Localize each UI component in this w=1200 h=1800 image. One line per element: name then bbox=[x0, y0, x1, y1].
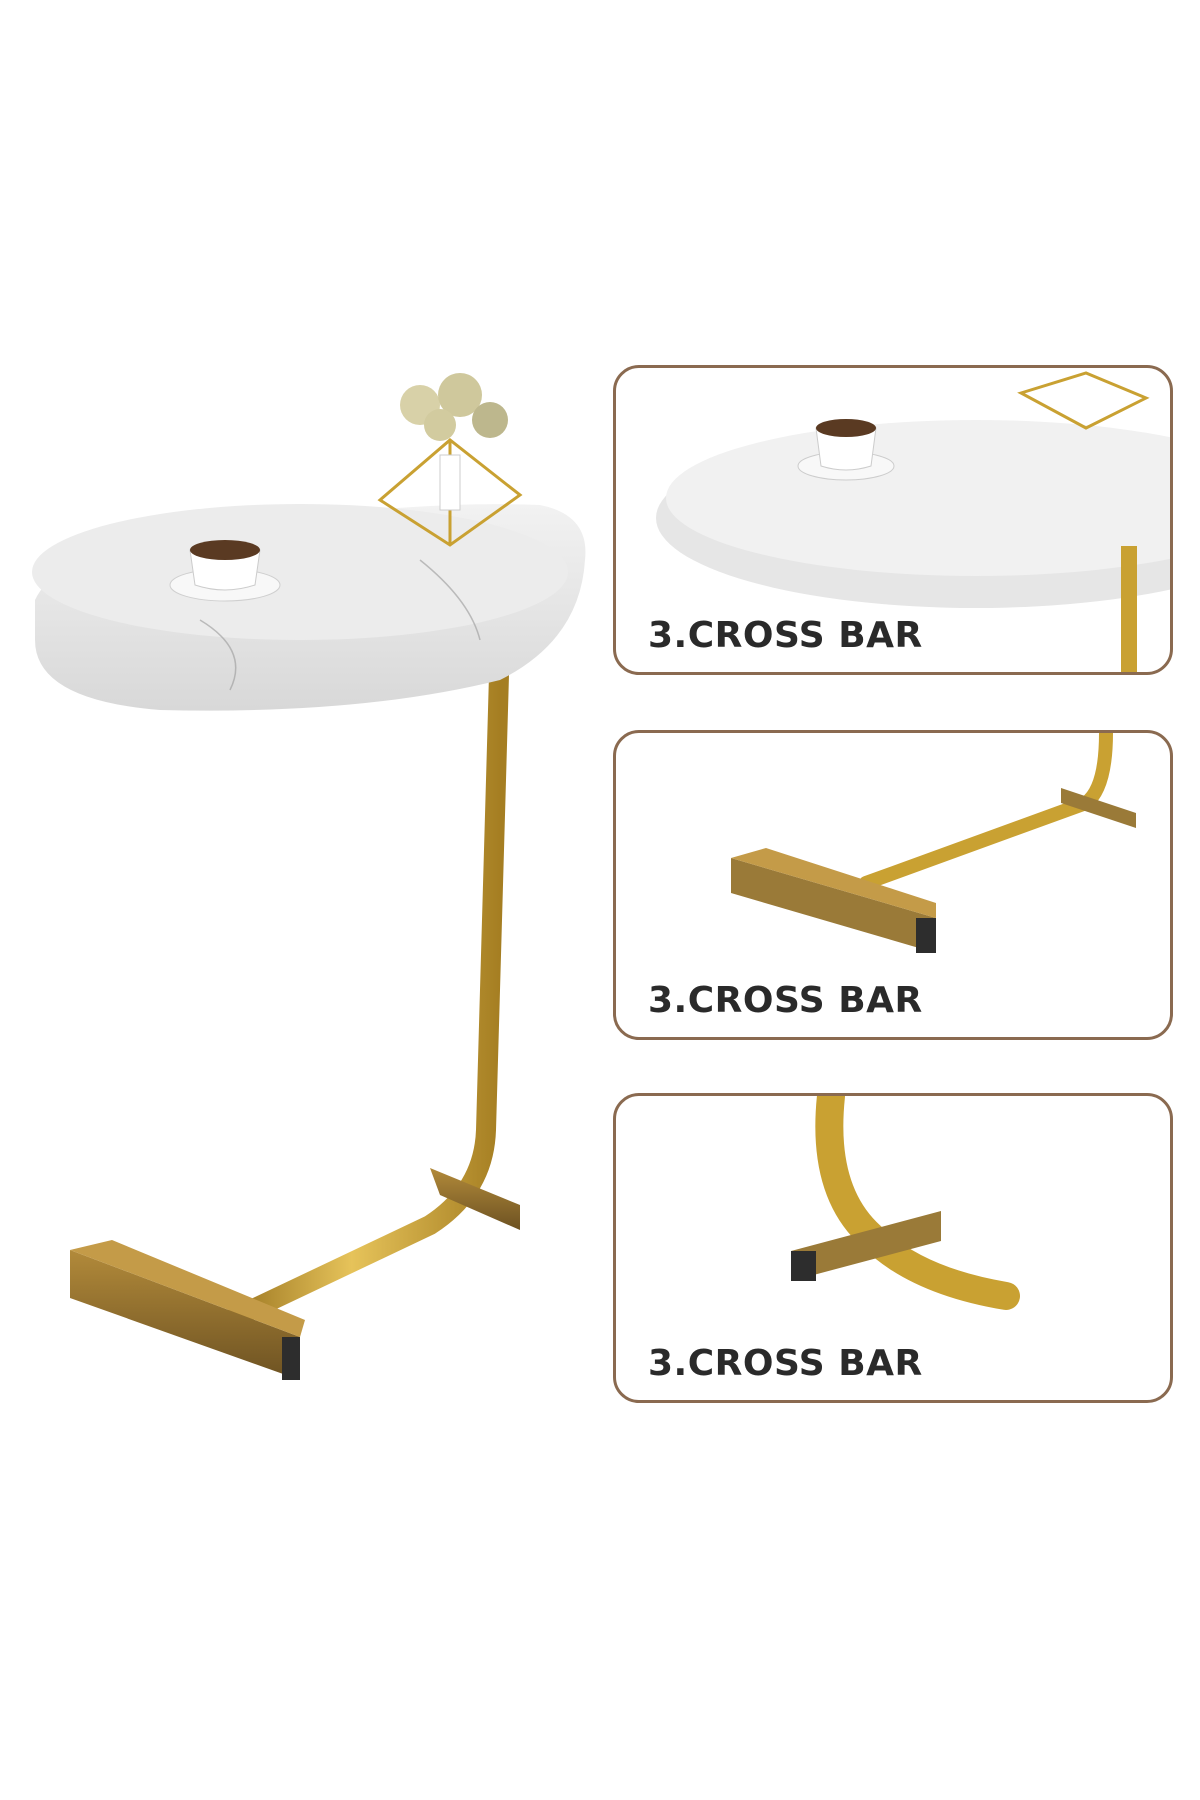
joint-closeup-photo bbox=[791, 1096, 1020, 1310]
coffee-cup bbox=[169, 540, 281, 602]
side-table-product-photo bbox=[32, 373, 586, 1380]
panel-3-label: 3.CROSS BAR bbox=[648, 1343, 923, 1384]
marble-tabletop bbox=[32, 504, 586, 711]
geometric-vase-decor bbox=[377, 373, 523, 547]
detail-panel-joint: 3.CROSS BAR bbox=[613, 1093, 1173, 1403]
base-closeup-photo bbox=[731, 733, 1136, 953]
detail-panel-base: 3.CROSS BAR bbox=[613, 730, 1173, 1040]
panel-1-label: 3.CROSS BAR bbox=[648, 615, 923, 656]
detail-panel-tabletop: 3.CROSS BAR bbox=[613, 365, 1173, 675]
panel-2-label: 3.CROSS BAR bbox=[648, 980, 923, 1021]
gold-leg bbox=[70, 630, 520, 1380]
tabletop-closeup-photo bbox=[656, 371, 1170, 672]
